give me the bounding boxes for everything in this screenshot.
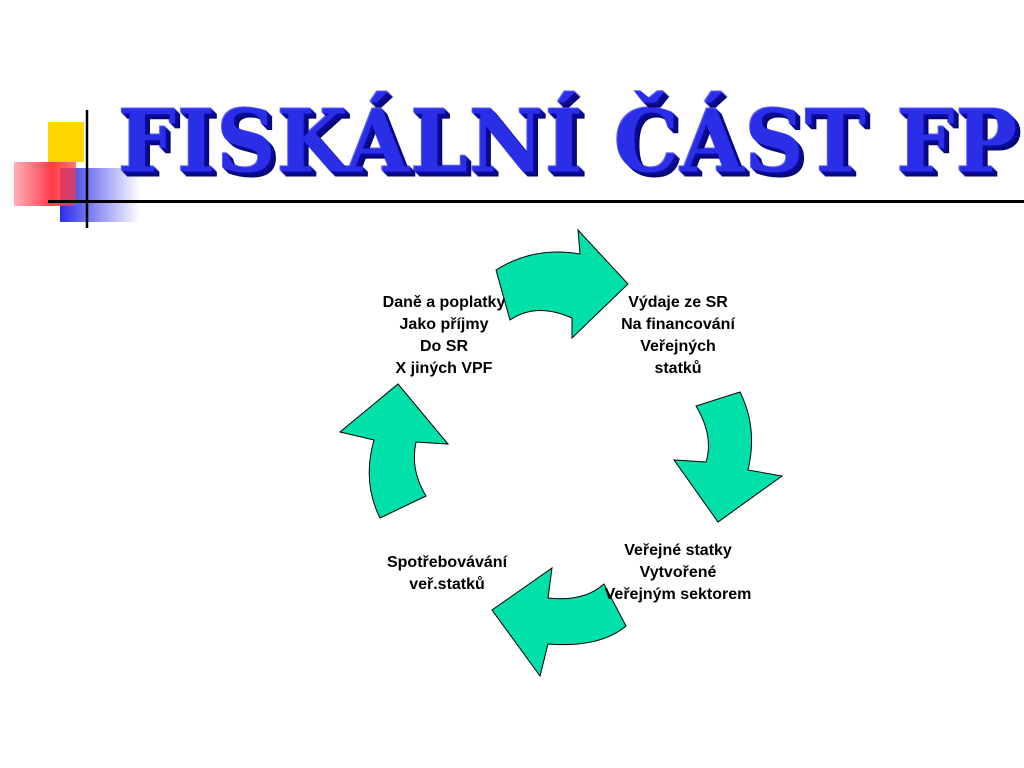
- node-goods-line-1: Veřejné statky: [624, 542, 732, 559]
- arrow-shape: [495, 228, 629, 340]
- node-consume: Spotřebovávání veř.statků: [352, 552, 542, 596]
- node-taxes-line-3: Do SR: [420, 338, 468, 355]
- node-spend-line-3: Veřejných: [640, 338, 716, 355]
- node-goods: Veřejné statky Vytvořené Veřejným sektor…: [568, 540, 788, 606]
- cycle-arrow-taxes-to-spend: [495, 228, 629, 340]
- arrow-shape: [491, 566, 627, 678]
- yellow-square: [48, 122, 84, 162]
- node-spend-line-1: Výdaje ze SR: [628, 294, 728, 311]
- node-taxes: Daně a poplatky Jako příjmy Do SR X jiný…: [354, 292, 534, 380]
- red-square: [14, 162, 76, 206]
- node-spend: Výdaje ze SR Na financování Veřejných st…: [588, 292, 768, 380]
- node-taxes-line-2: Jako příjmy: [399, 316, 489, 333]
- node-spend-line-4: statků: [654, 360, 702, 377]
- corner-decoration: [14, 110, 140, 228]
- node-spend-line-2: Na financování: [621, 316, 735, 333]
- cycle-arrow-goods-to-consume: [491, 566, 627, 678]
- node-consume-line-2: veř.statků: [409, 576, 485, 593]
- slide-title: FISKÁLNÍ ČÁST FP: [118, 91, 1019, 193]
- cycle-arrow-consume-to-taxes: [338, 383, 450, 519]
- title-underline: [48, 200, 1024, 203]
- node-taxes-line-1: Daně a poplatky: [382, 294, 506, 311]
- node-consume-line-1: Spotřebovávání: [386, 554, 508, 571]
- cycle-arrow-spend-to-goods: [672, 391, 784, 523]
- node-goods-line-3: Veřejným sektorem: [604, 586, 752, 603]
- arrow-shape: [338, 383, 450, 519]
- arrow-shape: [672, 391, 784, 523]
- node-goods-line-2: Vytvořené: [639, 564, 717, 581]
- node-taxes-line-4: X jiných VPF: [395, 360, 493, 377]
